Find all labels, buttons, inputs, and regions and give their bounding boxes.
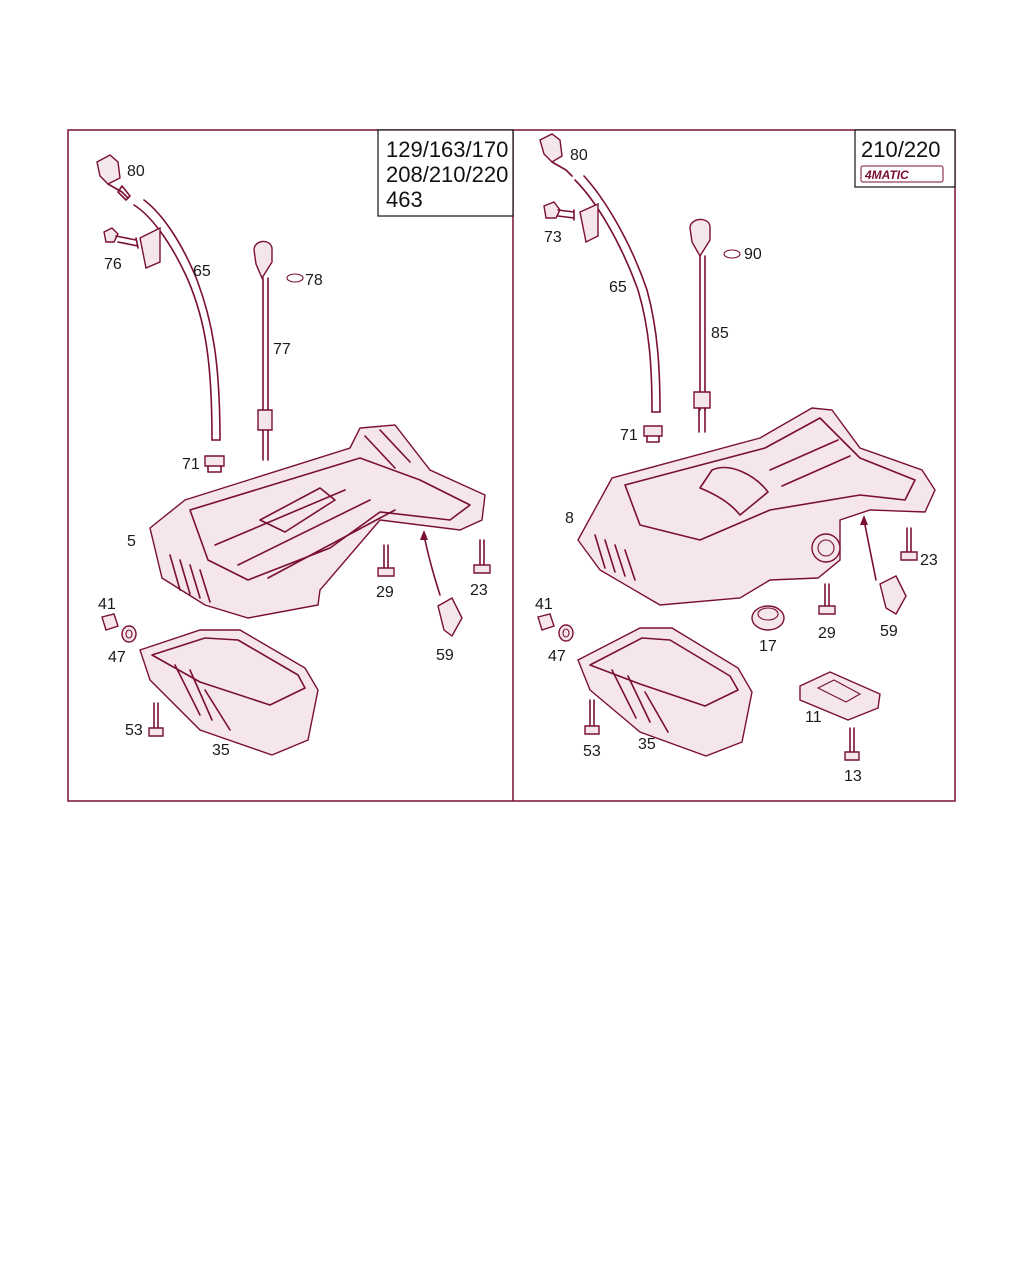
cover-59-right <box>879 575 907 615</box>
label-80: 80 <box>127 163 145 180</box>
plug-71-right <box>643 425 663 443</box>
arrow-59-right <box>863 519 877 581</box>
label-76: 76 <box>104 256 122 273</box>
dipstick-tube-65 <box>133 199 221 441</box>
label-5: 5 <box>127 533 136 550</box>
lower-oil-pan-35-right <box>577 627 753 757</box>
label-59: 59 <box>436 647 454 664</box>
bolt-73 <box>543 201 575 221</box>
label-13: 13 <box>844 768 862 785</box>
label-23: 23 <box>470 582 488 599</box>
washer-47 <box>121 625 137 643</box>
label-65-right: 65 <box>609 279 627 296</box>
label-80-right: 80 <box>570 147 588 164</box>
label-53-right: 53 <box>583 743 601 760</box>
label-29-right: 29 <box>818 625 836 642</box>
lower-oil-pan-35 <box>139 629 319 756</box>
upper-oil-pan-5 <box>149 424 486 619</box>
dipstick-85 <box>689 218 711 433</box>
left-model-line-3: 463 <box>386 187 423 212</box>
label-85: 85 <box>711 325 729 342</box>
label-35: 35 <box>212 742 230 759</box>
left-panel: 129/163/170 208/210/220 463 <box>96 129 514 759</box>
o-ring-90 <box>723 249 741 259</box>
label-53: 53 <box>125 722 143 739</box>
label-8: 8 <box>565 510 574 527</box>
label-65: 65 <box>193 263 211 280</box>
right-panel: 210/220 4MATIC <box>535 129 956 785</box>
bolt-53-right <box>584 699 600 735</box>
label-78: 78 <box>305 272 323 289</box>
label-71: 71 <box>182 456 200 473</box>
bolt-13 <box>844 727 860 761</box>
oil-level-sensor-80 <box>96 154 131 201</box>
bolt-29 <box>377 544 395 577</box>
bolt-23 <box>473 539 491 574</box>
label-47: 47 <box>108 649 126 666</box>
arrow-59 <box>423 534 441 596</box>
o-ring-78 <box>286 273 304 283</box>
label-41: 41 <box>98 596 116 613</box>
bolt-76 <box>103 227 139 249</box>
label-17: 17 <box>759 638 777 655</box>
label-41-right: 41 <box>535 596 553 613</box>
left-model-box <box>377 129 514 217</box>
4matic-badge-text: 4MATIC <box>864 168 909 182</box>
drain-plug-41-right <box>537 613 555 631</box>
dipstick-tube-65-right <box>574 175 661 413</box>
label-23-right: 23 <box>920 552 938 569</box>
label-59-right: 59 <box>880 623 898 640</box>
label-47-right: 47 <box>548 648 566 665</box>
washer-47-right <box>558 624 574 642</box>
label-90: 90 <box>744 246 762 263</box>
bolt-53 <box>148 702 164 737</box>
oil-level-sensor-80-right <box>539 133 573 177</box>
label-29: 29 <box>376 584 394 601</box>
label-71-right: 71 <box>620 427 638 444</box>
4matic-badge <box>860 165 944 183</box>
bolt-23-right <box>900 527 918 561</box>
cover-59 <box>437 597 463 638</box>
gasket-11 <box>799 671 881 721</box>
dipstick-77 <box>253 240 273 461</box>
label-11: 11 <box>805 709 822 726</box>
left-model-line-1: 129/163/170 <box>386 137 508 162</box>
seal-17 <box>751 605 785 631</box>
label-77: 77 <box>273 341 291 358</box>
plug-71 <box>204 455 225 473</box>
drain-plug-41 <box>101 613 119 631</box>
bolt-29-right <box>818 583 836 615</box>
left-model-line-2: 208/210/220 <box>386 162 508 187</box>
label-35-right: 35 <box>638 736 656 753</box>
right-model-line-1: 210/220 <box>861 137 941 162</box>
label-73: 73 <box>544 229 562 246</box>
upper-oil-pan-8 <box>577 407 936 606</box>
